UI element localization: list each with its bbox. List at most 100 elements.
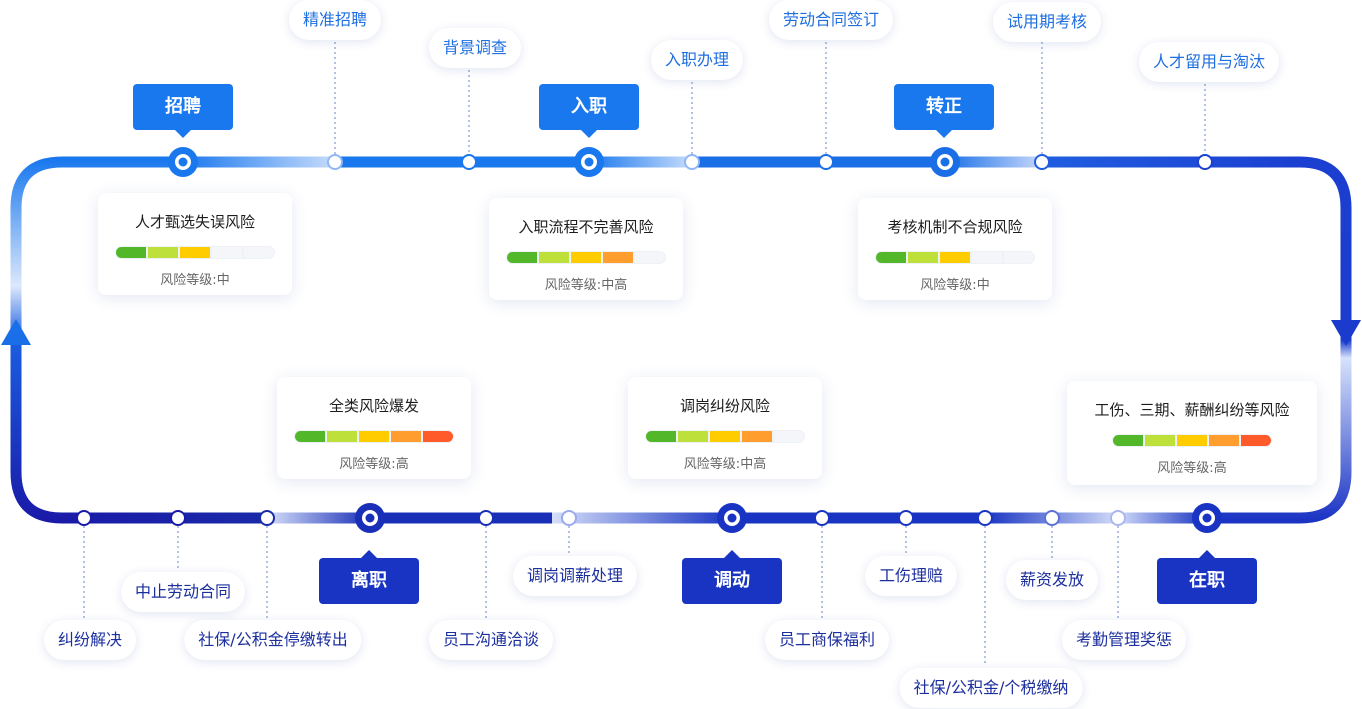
node-label-transfer-salary: 调岗调薪处理 (512, 556, 638, 596)
risk-bar-segment (295, 431, 325, 442)
risk-card-talent-selection: 人才甄选失误风险 风险等级:中 (98, 193, 292, 295)
node-staff-talk (478, 510, 494, 526)
stage-label-onboard: 入职 (539, 84, 639, 138)
node-label-precise-recruit: 精准招聘 (288, 0, 382, 40)
risk-title: 考核机制不合规风险 (887, 218, 1023, 236)
top-connectors (334, 42, 1206, 154)
risk-bar-segment (1241, 435, 1271, 446)
risk-level-bar (1112, 434, 1272, 447)
node-label-background-check: 背景调查 (428, 28, 522, 68)
node-contract-signing (818, 154, 834, 170)
node-commercial-insurance (814, 510, 830, 526)
risk-title: 调岗纠纷风险 (679, 397, 770, 415)
node-injury-claim (898, 510, 914, 526)
node-retention (1197, 154, 1213, 170)
risk-bar-segment (327, 431, 357, 442)
stage-node-employed (1192, 503, 1222, 533)
risk-bar-segment (1177, 435, 1207, 446)
risk-level-text: 风险等级:中 (160, 273, 230, 288)
risk-level-text: 风险等级:高 (339, 457, 409, 472)
risk-bar-segment (774, 431, 804, 442)
risk-title: 全类风险爆发 (328, 397, 419, 415)
risk-bar-segment (180, 247, 210, 258)
node-label-terminate-contract: 中止劳动合同 (120, 572, 246, 612)
node-label-contract-signing: 劳动合同签订 (768, 0, 894, 40)
node-label-retention: 人才留用与淘汰 (1138, 42, 1280, 82)
node-label-attendance: 考勤管理奖惩 (1061, 620, 1187, 660)
risk-bar-segment (507, 252, 537, 263)
risk-bar-segment (710, 431, 740, 442)
node-label-social-transfer: 社保/公积金停缴转出 (184, 620, 362, 660)
node-label-onboarding-process: 入职办理 (650, 40, 744, 80)
risk-bar-segment (148, 247, 178, 258)
node-social-tax (977, 510, 993, 526)
risk-bar-segment (940, 252, 970, 263)
node-terminate-contract (170, 510, 186, 526)
risk-title: 人才甄选失误风险 (134, 213, 255, 231)
node-background-check (461, 154, 477, 170)
track-right-side (1207, 156, 1352, 524)
risk-bar-segment (571, 252, 601, 263)
risk-bar-segment (423, 431, 453, 442)
arrow-down-icon (1331, 320, 1361, 346)
node-dispute-resolve (76, 510, 92, 526)
top-small-nodes (327, 154, 1213, 170)
risk-bar-segment (603, 252, 633, 263)
stage-label-employed: 在职 (1157, 550, 1257, 604)
stage-label-leave: 离职 (319, 550, 419, 604)
risk-bar-segment (908, 252, 938, 263)
risk-card-onboard-flow: 入职流程不完善风险 风险等级:中高 (489, 198, 683, 300)
node-transfer-salary (561, 510, 577, 526)
risk-level-text: 风险等级:中高 (544, 278, 628, 293)
node-probation-review (1034, 154, 1050, 170)
node-social-transfer (259, 510, 275, 526)
risk-bar-segment (1004, 252, 1034, 263)
stage-label-transfer: 调动 (682, 550, 782, 604)
stage-nodes (168, 147, 1222, 533)
risk-bar-segment (1113, 435, 1143, 446)
node-label-injury-claim: 工伤理赔 (864, 556, 958, 596)
risk-bar-segment (1145, 435, 1175, 446)
risk-level-bar (645, 430, 805, 443)
node-label-social-tax: 社保/公积金/个税缴纳 (899, 668, 1083, 708)
risk-bar-segment (678, 431, 708, 442)
risk-level-bar (875, 251, 1035, 264)
risk-level-bar (115, 246, 275, 259)
stage-label-regular: 转正 (894, 84, 994, 138)
risk-bar-segment (116, 247, 146, 258)
node-salary-pay (1044, 510, 1060, 526)
risk-level-text: 风险等级:中高 (683, 457, 767, 472)
risk-card-assessment: 考核机制不合规风险 风险等级:中 (858, 198, 1052, 300)
node-precise-recruit (327, 154, 343, 170)
risk-bar-segment (742, 431, 772, 442)
risk-bar-segment (391, 431, 421, 442)
arrow-up-icon (1, 319, 31, 345)
risk-bar-segment (212, 247, 242, 258)
node-label-dispute-resolve: 纠纷解决 (43, 620, 137, 660)
stage-node-recruit (168, 147, 198, 177)
risk-card-transfer-dispute: 调岗纠纷风险 风险等级:中高 (628, 377, 822, 479)
risk-bar-segment (359, 431, 389, 442)
node-onboarding-process (684, 154, 700, 170)
stage-node-transfer (717, 503, 747, 533)
risk-bar-segment (635, 252, 665, 263)
stage-node-regular (930, 147, 960, 177)
risk-level-text: 风险等级:高 (1157, 461, 1227, 476)
risk-level-text: 风险等级:中 (920, 278, 990, 293)
stage-label-recruit: 招聘 (133, 84, 233, 138)
node-label-probation-review: 试用期考核 (992, 2, 1102, 42)
risk-bar-segment (244, 247, 274, 258)
risk-title: 入职流程不完善风险 (518, 218, 654, 236)
risk-bar-segment (972, 252, 1002, 263)
stage-node-onboard (574, 147, 604, 177)
risk-title: 工伤、三期、薪酬纠纷等风险 (1094, 401, 1290, 419)
risk-bar-segment (1209, 435, 1239, 446)
risk-level-bar (294, 430, 454, 443)
risk-bar-segment (646, 431, 676, 442)
node-label-staff-talk: 员工沟通洽谈 (428, 620, 554, 660)
bottom-small-nodes (76, 510, 1126, 526)
risk-level-bar (506, 251, 666, 264)
risk-bar-segment (539, 252, 569, 263)
